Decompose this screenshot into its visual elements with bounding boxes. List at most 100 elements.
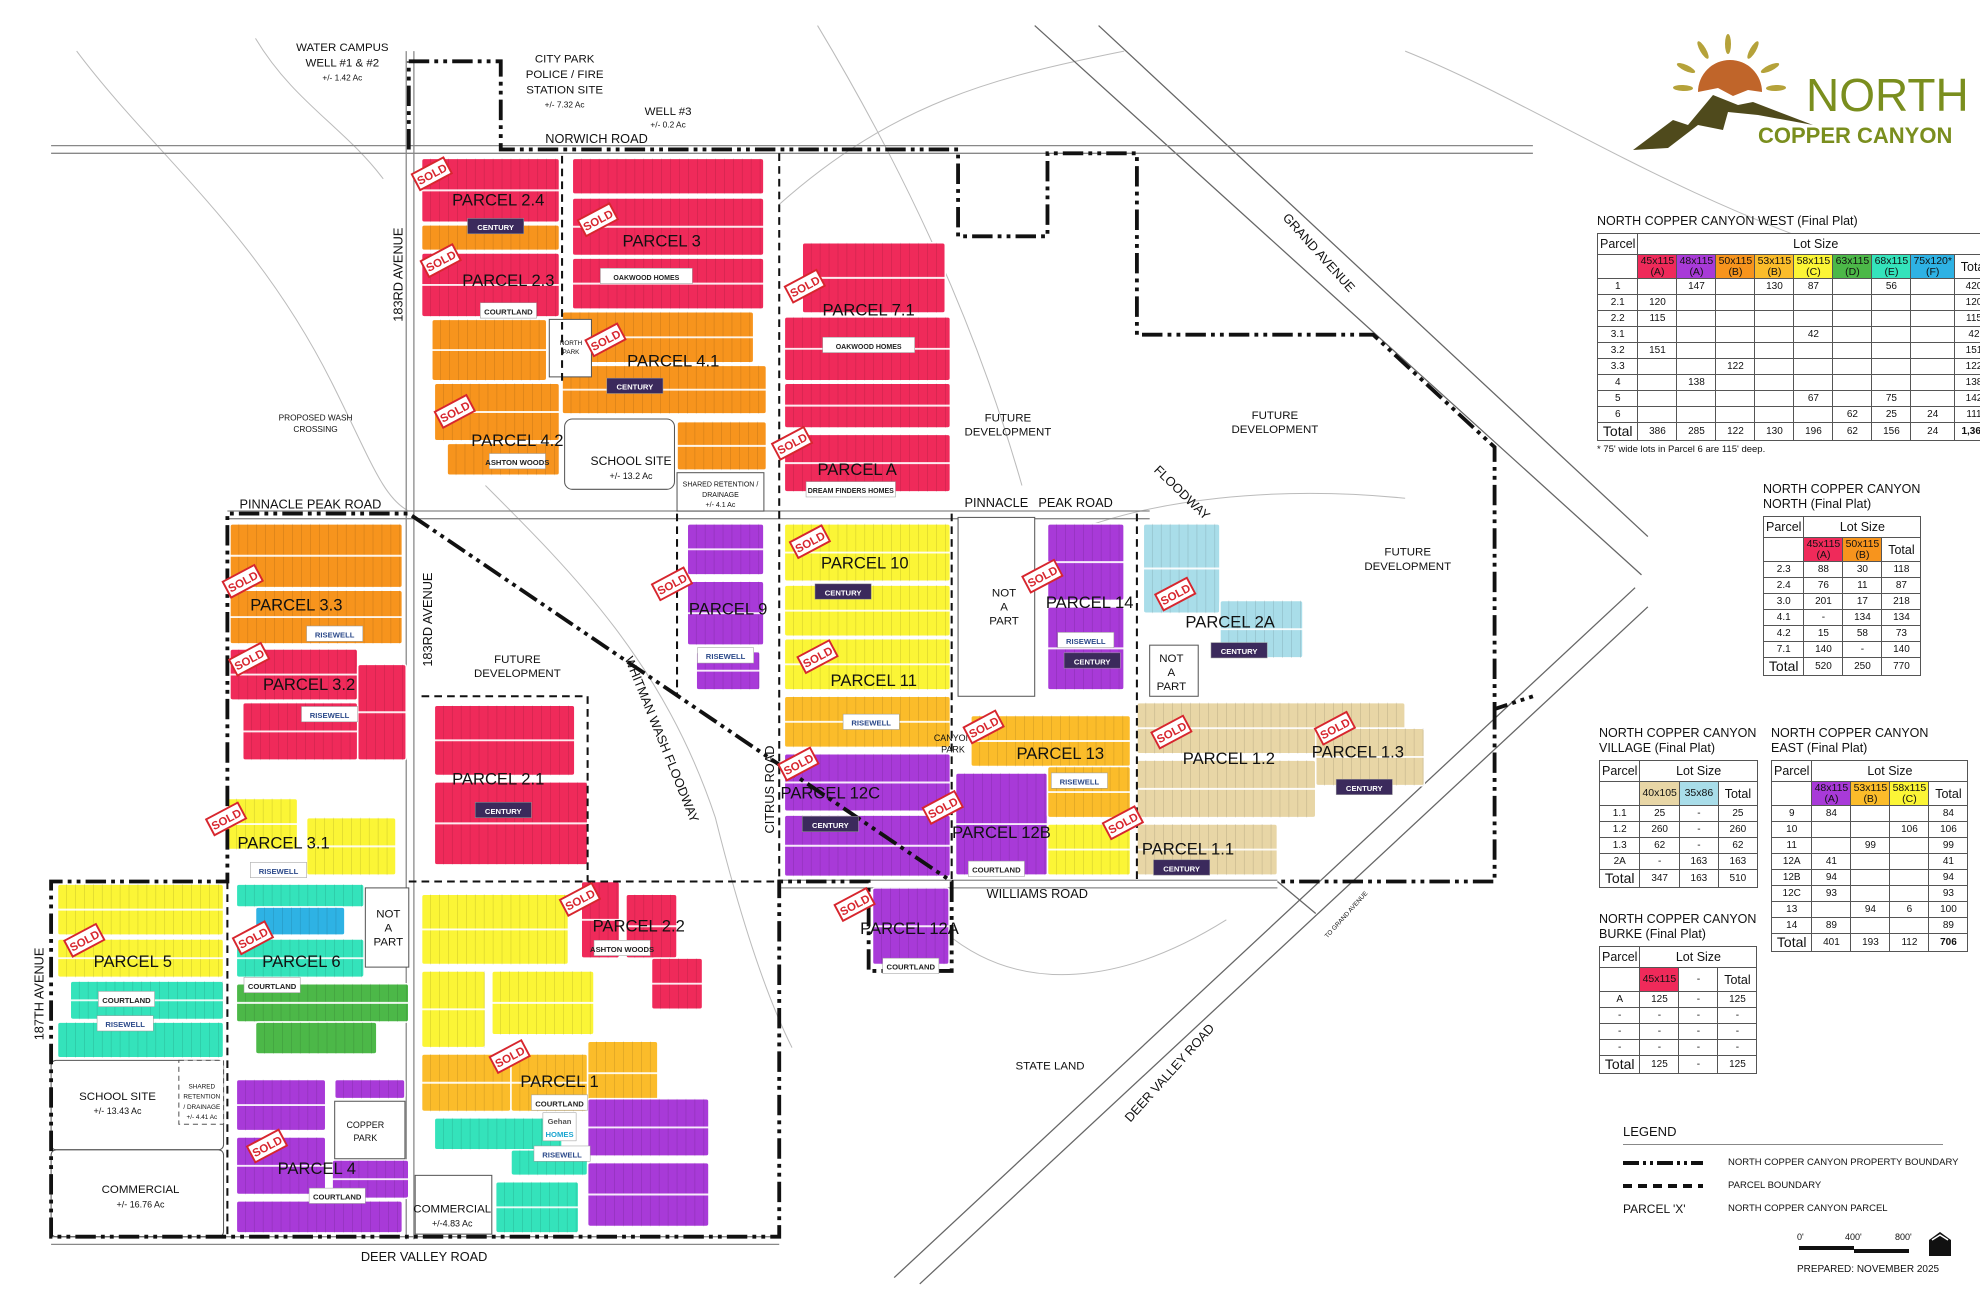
lot-table-burke: NORTH COPPER CANYON BURKE (Final Plat)Pa…	[1598, 912, 1769, 1074]
area-label: +/- 13.43 Ac	[94, 1106, 142, 1116]
lot-block	[235, 938, 365, 979]
road-label-whitman-wash: WHITMAN WASH FLOODWAY	[622, 654, 703, 825]
legend-label: PARCEL BOUNDARY	[1728, 1180, 1822, 1191]
lot-table-west: NORTH COPPER CANYON WEST (Final Plat)Par…	[1596, 214, 1980, 455]
property-boundary-symbol	[1623, 1160, 1703, 1165]
table-size-row: 45x115-Total	[1598, 967, 1758, 992]
parcel-label: PARCEL 1.2	[1183, 749, 1275, 768]
lot-table-village: NORTH COPPER CANYON VILLAGE (Final Plat)…	[1598, 726, 1769, 888]
property-boundary	[49, 59, 1534, 1239]
lot-block	[586, 1097, 710, 1157]
scale-tick: 400'	[1845, 1232, 1862, 1242]
lot-block	[235, 1078, 327, 1132]
builder-name: CENTURY	[1074, 657, 1111, 666]
area-label: PART	[989, 616, 1019, 628]
lot-block	[235, 982, 410, 1023]
logo-north: NORTH	[1806, 69, 1969, 121]
builder-name: RISEWELL	[259, 867, 299, 876]
builder-name: RISEWELL	[310, 711, 350, 720]
builder-name: COURTLAND	[102, 996, 151, 1005]
builder-name: CENTURY	[825, 588, 862, 597]
century-builder-logo: CENTURY	[606, 377, 664, 394]
lot-size-header: 58x115(C)	[1793, 254, 1834, 279]
area-label: NOT	[1159, 653, 1183, 665]
brand-logo: NORTH COPPER CANYON	[1628, 30, 1973, 155]
area-label: +/- 1.42 Ac	[322, 72, 362, 82]
lot-block	[686, 580, 765, 646]
area-label: +/- 13.2 Ac	[610, 471, 654, 481]
parcel-label: PARCEL 4.2	[471, 431, 563, 450]
area-label: NOT	[992, 588, 1016, 600]
builder-name: OAKWOOD HOMES	[836, 344, 902, 351]
area-label: FUTURE	[985, 413, 1032, 425]
area-label: WELL #1 & #2	[306, 57, 380, 69]
area-label: CITY PARK	[535, 54, 595, 66]
road-label-williams: WILLIAMS ROAD	[987, 886, 1088, 901]
century-builder-logo: CENTURY	[1063, 652, 1121, 669]
risewell-builder-logo: RISEWELL	[533, 1145, 591, 1162]
lot-block	[650, 957, 704, 1011]
sold-stamp: SOLD	[576, 202, 620, 238]
area-label: DEVELOPMENT	[964, 427, 1051, 439]
builder-name: ASHTON WOODS	[485, 458, 549, 467]
courtland-builder-logo: COURTLAND	[308, 1187, 366, 1204]
lot-block	[56, 883, 225, 936]
lot-block	[56, 938, 225, 979]
road-label-to-grand: TO GRAND AVENUE	[1324, 890, 1370, 940]
area-label: FUTURE	[494, 654, 541, 666]
area-label: PART	[374, 936, 404, 948]
sold-stamp: SOLD	[650, 566, 694, 602]
lot-block	[871, 887, 950, 966]
road-label-norwich: NORWICH ROAD	[545, 131, 648, 146]
prepared-date: PREPARED: NOVEMBER 2025	[1797, 1264, 1940, 1275]
table-title: NORTH COPPER CANYON NORTH (Final Plat)	[1763, 482, 1921, 511]
courtland-builder-logo: COURTLAND	[968, 860, 1025, 877]
risewell-builder-logo: RISEWELL	[1057, 632, 1115, 648]
parcel-label: PARCEL 9	[689, 600, 767, 619]
sold-stamp: SOLD	[777, 746, 820, 782]
area-labels: WATER CAMPUS WELL #1 & #2 +/- 1.42 Ac CI…	[79, 42, 1451, 1228]
parcel-label: PARCEL 14	[1046, 593, 1134, 612]
builder-name: RISEWELL	[315, 631, 355, 640]
lot-block	[783, 433, 952, 493]
table-title: NORTH COPPER CANYON VILLAGE (Final Plat)	[1599, 726, 1757, 755]
lot-block	[676, 420, 768, 471]
builder-name: COURTLAND	[887, 963, 936, 972]
risewell-builder-logo: RISEWELL	[306, 625, 364, 642]
lot-size-header: 45x115(A)	[1637, 254, 1678, 279]
area-label: STATION SITE	[526, 84, 603, 96]
parcel-label: PARCEL 12B	[952, 823, 1051, 842]
parcel-label: PARCEL 7.1	[823, 301, 915, 320]
lot-block	[420, 893, 570, 966]
area-label: DEVELOPMENT	[1364, 561, 1451, 573]
oakwood-builder-logo: OAKWOOD HOMES	[822, 337, 915, 353]
lot-block	[235, 1200, 404, 1234]
lot-block	[433, 704, 576, 777]
risewell-builder-logo: RISEWELL	[697, 647, 754, 664]
highway-lines	[893, 25, 1649, 1285]
lot-block	[431, 318, 548, 382]
builder-name: RISEWELL	[105, 1020, 145, 1029]
area-label: COMMERCIAL	[413, 1203, 491, 1215]
legend: LEGEND NORTH COPPER CANYON PROPERTY BOUN…	[1623, 1124, 1959, 1220]
area-label: +/- 4.41 Ac	[187, 1114, 218, 1121]
legend-label: NORTH COPPER CANYON PARCEL	[1728, 1203, 1888, 1214]
legend-item: PARCEL 'X' NORTH COPPER CANYON PARCEL	[1623, 1197, 1959, 1220]
logo-copper-canyon: COPPER CANYON	[1758, 123, 1953, 148]
builder-name: CENTURY	[485, 807, 522, 816]
area-label: RETENTION	[183, 1094, 220, 1101]
